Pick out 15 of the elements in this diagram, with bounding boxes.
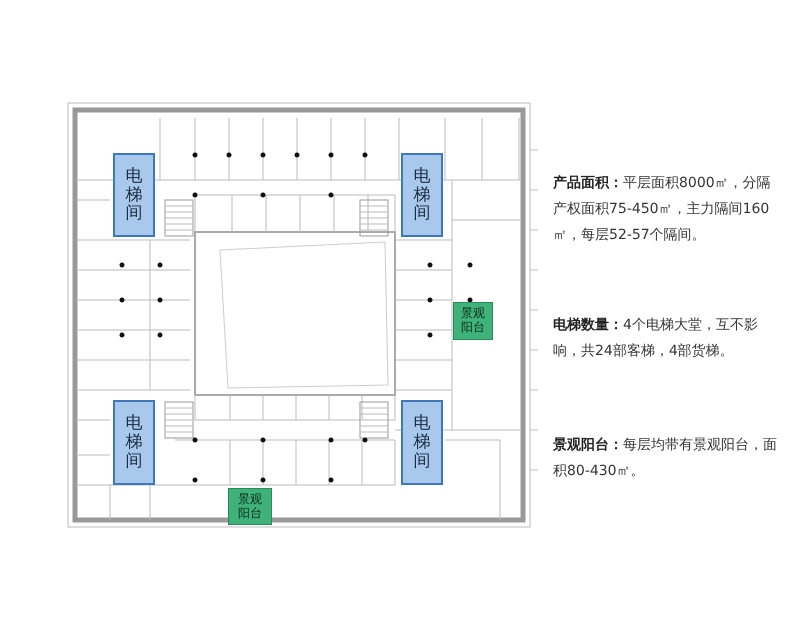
room-label: 景观阳台 — [461, 307, 485, 335]
elevator-hall — [401, 400, 443, 485]
description-paragraph: 景观阳台：每层均带有景观阳台，面积80-430㎡。 — [553, 436, 778, 481]
room-label: 电梯间 — [414, 414, 430, 471]
room-label: 景观阳台 — [238, 492, 262, 520]
room-label: 电梯间 — [126, 414, 142, 471]
room-label: 电梯间 — [126, 166, 142, 224]
room-label: 电梯间 — [414, 166, 430, 224]
description-paragraph: 电梯数量：4个电梯大堂，互不影响，共24部客梯，4部货梯。 — [553, 316, 759, 361]
elevator-hall — [113, 400, 155, 485]
elevator-hall — [113, 153, 155, 237]
description-paragraph: 产品面积：平层面积8000㎡，分隔产权面积75-450㎡，主力隔间160㎡，每层52-57个隔间。 — [553, 174, 772, 245]
balcony-area — [453, 302, 493, 340]
elevator-hall — [401, 153, 443, 237]
balcony-area — [228, 488, 272, 525]
